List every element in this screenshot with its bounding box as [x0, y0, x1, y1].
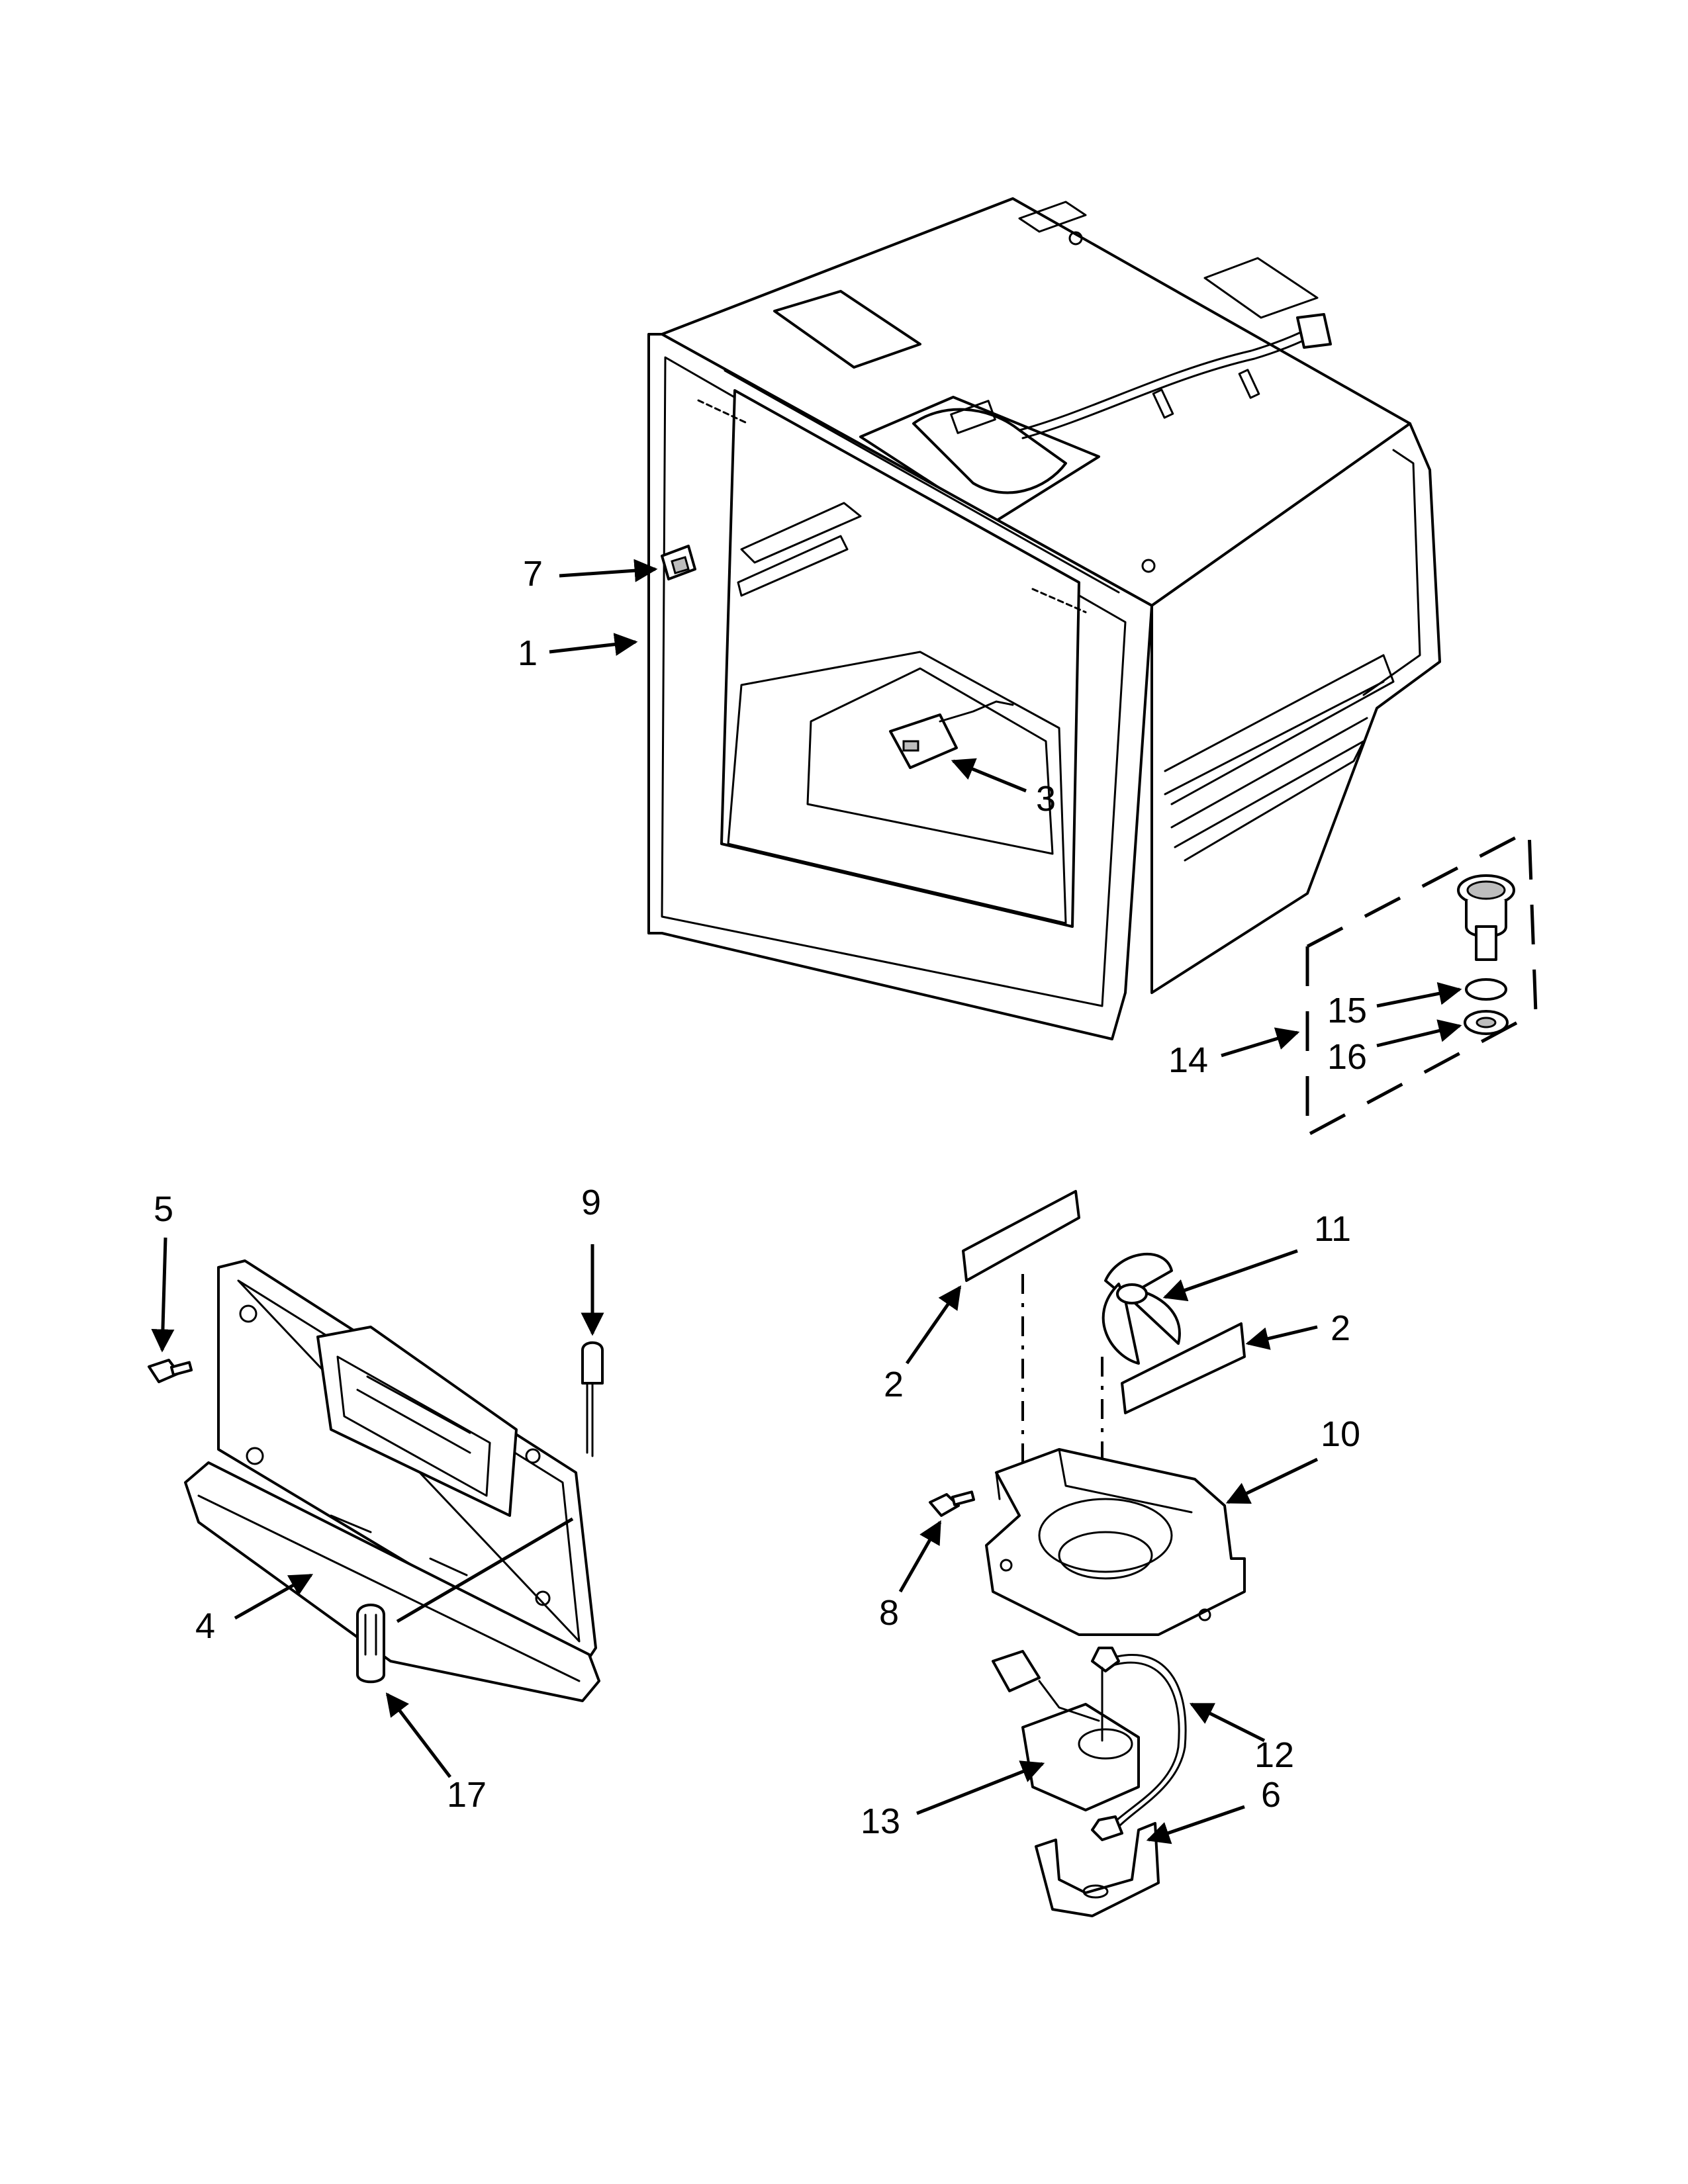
- wire-harness-part-12: [1091, 1647, 1187, 1841]
- leader-11: [1162, 1249, 1298, 1302]
- leader-7: [559, 559, 658, 582]
- fan-motor-part-13: [992, 1650, 1140, 1811]
- callout-3: 3: [1036, 779, 1056, 819]
- callout-11: 11: [1314, 1209, 1351, 1249]
- basket-recess: [806, 667, 1054, 855]
- callout-7: 7: [523, 554, 543, 594]
- foam-strip-2-right: [1121, 1322, 1246, 1414]
- callout-9: 9: [581, 1183, 601, 1222]
- shroud-body: [985, 1448, 1246, 1636]
- connector-top: [1296, 313, 1332, 349]
- leader-8: [898, 1520, 942, 1593]
- fan-blade-part-11: [1102, 1253, 1181, 1365]
- back-panel-part-4: [184, 1259, 600, 1702]
- foam-strip-2-left: [962, 1190, 1080, 1282]
- leader-1: [549, 633, 638, 656]
- leader-10: [1225, 1457, 1319, 1504]
- leader-15: [1376, 982, 1462, 1008]
- damper-dome: [912, 408, 1067, 494]
- callout-labels: 7 1 3 14 15 16 5 9 4 17 2 11 2 10 8 12 1…: [154, 554, 1367, 1841]
- motor-body: [1021, 1703, 1140, 1811]
- callout-15: 15: [1327, 991, 1367, 1030]
- wire-harness: [1018, 323, 1319, 432]
- leader-4: [234, 1573, 314, 1620]
- leader-12: [1189, 1702, 1266, 1743]
- motor-connector: [992, 1650, 1041, 1692]
- fan-assembly: [929, 1190, 1246, 1917]
- kit-bracket-box: [1306, 827, 1538, 1137]
- callout-5: 5: [154, 1189, 173, 1229]
- basket-floor: [727, 651, 1067, 925]
- callout-2-right: 2: [1331, 1308, 1350, 1348]
- callout-16: 16: [1327, 1037, 1367, 1077]
- leader-lines: [151, 559, 1462, 1844]
- leader-2-left: [905, 1285, 962, 1365]
- housing-part-1: [647, 197, 1441, 1040]
- valve-kit-part-14: [1305, 827, 1538, 1137]
- callout-17: 17: [447, 1775, 487, 1815]
- bracket-body: [1035, 1822, 1160, 1917]
- leader-14: [1221, 1027, 1300, 1058]
- callout-1: 1: [518, 633, 538, 673]
- callout-14: 14: [1168, 1040, 1208, 1080]
- bracket-part-6: [1035, 1822, 1160, 1917]
- leader-2-right: [1245, 1325, 1318, 1350]
- callout-6: 6: [1261, 1775, 1281, 1815]
- sensor-part-3: [889, 700, 1014, 769]
- leader-17: [385, 1692, 451, 1778]
- top-label-left: [1018, 201, 1087, 233]
- callout-4: 4: [195, 1606, 215, 1646]
- screw-part-5: [148, 1359, 193, 1383]
- clip-part-17: [356, 1604, 385, 1684]
- sensor-body: [889, 713, 958, 769]
- o-ring-15: [1465, 978, 1507, 1001]
- top-label-right: [1203, 257, 1319, 319]
- callout-2-left: 2: [884, 1365, 904, 1404]
- screw-part-8: [929, 1490, 976, 1517]
- switch-part-7: [661, 545, 696, 580]
- housing-right-side: [1150, 422, 1441, 994]
- callout-12: 12: [1254, 1735, 1294, 1775]
- fan-shroud-part-10: [985, 1448, 1246, 1636]
- basket-interior: [720, 389, 1080, 928]
- damper-upper: [773, 290, 921, 369]
- washer-16: [1464, 1010, 1509, 1035]
- leader-4b: [396, 1517, 574, 1623]
- leader-16: [1376, 1019, 1462, 1048]
- leader-6: [1146, 1805, 1245, 1844]
- thermistor-part-9: [581, 1341, 604, 1457]
- inlet-fitting: [1457, 874, 1515, 961]
- callout-10: 10: [1321, 1414, 1360, 1454]
- leader-3: [951, 758, 1027, 793]
- leader-5: [151, 1237, 175, 1353]
- callout-13: 13: [861, 1801, 900, 1841]
- callout-8: 8: [879, 1593, 899, 1633]
- leader-13: [916, 1760, 1045, 1815]
